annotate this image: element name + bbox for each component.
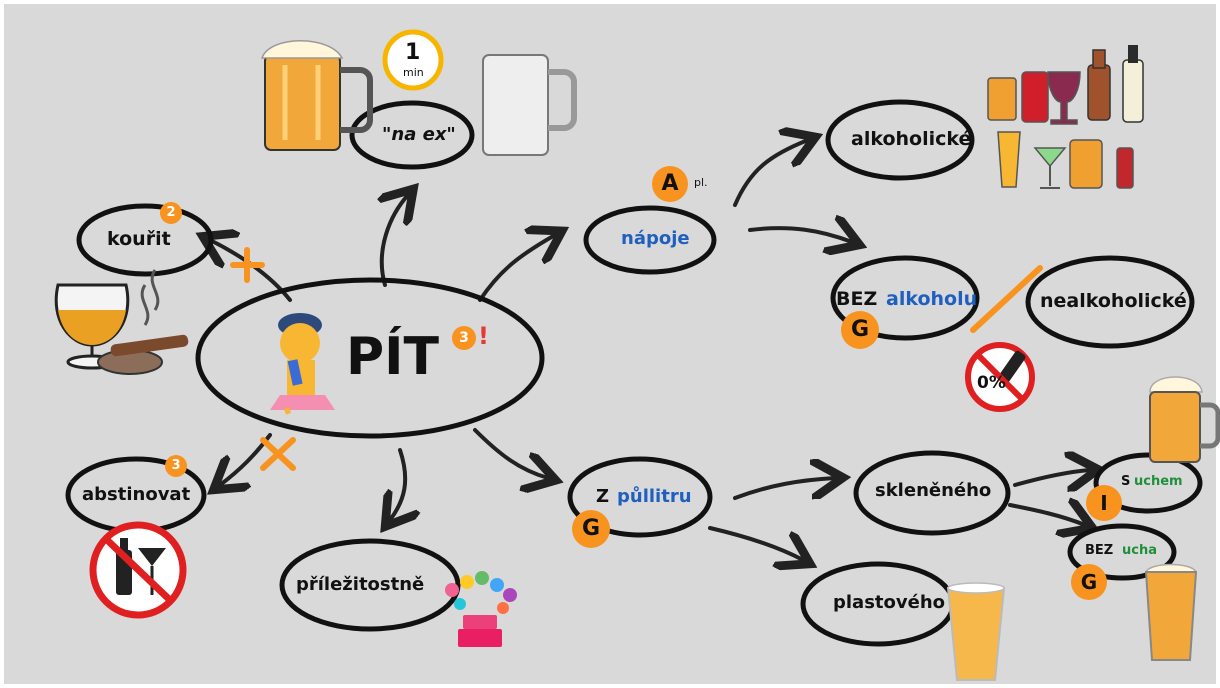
- center-alert-mark: !: [478, 322, 489, 350]
- node-s-uchem-prefix: S: [1121, 474, 1131, 489]
- arrow-to-napoje: [478, 235, 555, 302]
- node-plastoveho: plastového: [833, 592, 946, 613]
- arrow-to-bez-alkoholu: [748, 228, 852, 242]
- bez-ucha-badge: G: [1071, 564, 1107, 600]
- cross-icon: [260, 437, 296, 471]
- node-s-uchem-word: uchem: [1134, 474, 1183, 489]
- alcoholic-drinks-image: [987, 45, 1144, 189]
- alkoholicke-ellipse: [825, 99, 975, 181]
- s-uchem-badge: I: [1086, 485, 1122, 521]
- brandy-and-cigar-image: [54, 269, 189, 375]
- center-level-badge: 3: [452, 326, 476, 350]
- napoje-ellipse: [583, 205, 717, 275]
- plus-icon: [230, 247, 265, 283]
- abstinovat-badge: 3: [165, 455, 187, 477]
- napoje-badge: A: [652, 166, 688, 202]
- node-z-pullitru-word: půllitru: [617, 486, 692, 507]
- bez-alkoholu-ellipse: [830, 255, 980, 341]
- node-z-pullitru-prefix: Z: [596, 486, 610, 507]
- timer-icon: [382, 29, 444, 91]
- sklenneho-ellipse: [853, 450, 1011, 536]
- arrow-to-alkoholicke: [733, 140, 808, 207]
- plastic-cup-image: [946, 582, 1006, 681]
- z-pullitru-ellipse: [567, 456, 713, 538]
- no-alcohol-sign: [965, 342, 1035, 412]
- bez-alkoholu-badge: G: [841, 311, 879, 349]
- slash-divider: [970, 265, 1043, 333]
- node-bez-ucha-prefix: BEZ: [1085, 543, 1114, 558]
- node-sklenneho: skleněného: [875, 480, 992, 501]
- node-alkoholicke: alkoholické: [851, 128, 972, 150]
- arrow-to-na-ex: [382, 195, 408, 287]
- node-bez-alkoholu-word: alkoholu: [886, 288, 978, 310]
- node-kourit: kouřit: [107, 228, 171, 250]
- no-drinking-sign: [89, 521, 187, 619]
- node-abstinovat: abstinovat: [82, 484, 191, 505]
- arrow-to-z-pullitru: [473, 428, 548, 478]
- timer-number: 1: [405, 40, 421, 65]
- node-ellipses: [65, 99, 1203, 647]
- nealkoholicke-ellipse: [1025, 255, 1195, 349]
- na-ex-ellipse: [349, 100, 475, 170]
- arrow-to-prilezitostne: [390, 448, 405, 520]
- node-na-ex: "na ex": [382, 124, 456, 145]
- center-ellipse: [195, 277, 545, 439]
- full-beer-mug-image: [260, 40, 373, 151]
- node-bez-alkoholu-prefix: BEZ: [836, 288, 878, 310]
- timer-unit: min: [403, 66, 424, 79]
- kourit-badge: 2: [160, 202, 182, 224]
- s-uchem-ellipse: [1093, 452, 1203, 514]
- arrow-to-sklenneho: [733, 478, 835, 500]
- z-pullitru-badge: G: [572, 510, 610, 548]
- beer-mug-with-handle-image: [1149, 376, 1220, 463]
- arrow-to-s-uchem: [1013, 470, 1090, 485]
- center-label: PÍT: [346, 327, 439, 387]
- zero-percent-label: 0%: [977, 373, 1006, 393]
- kourit-ellipse: [76, 203, 214, 277]
- node-nealkoholicke: nealkoholické: [1040, 290, 1187, 312]
- prilezitostne-ellipse: [279, 538, 461, 632]
- empty-beer-mug-image: [482, 54, 577, 156]
- arrow-to-bez-ucha: [1008, 505, 1085, 525]
- drinking-character-image: [270, 313, 335, 415]
- node-napoje: nápoje: [621, 228, 690, 249]
- arrow-to-plastoveho: [708, 526, 803, 560]
- node-prilezitostne: příležitostně: [296, 574, 425, 595]
- bez-ucha-ellipse: [1067, 523, 1177, 581]
- birthday-cake-image: [445, 571, 517, 647]
- accent-marks: [230, 247, 1043, 471]
- napoje-plural-note: pl.: [694, 176, 708, 189]
- node-bez-ucha-word: ucha: [1122, 543, 1157, 558]
- beer-glass-without-handle-image: [1144, 563, 1198, 661]
